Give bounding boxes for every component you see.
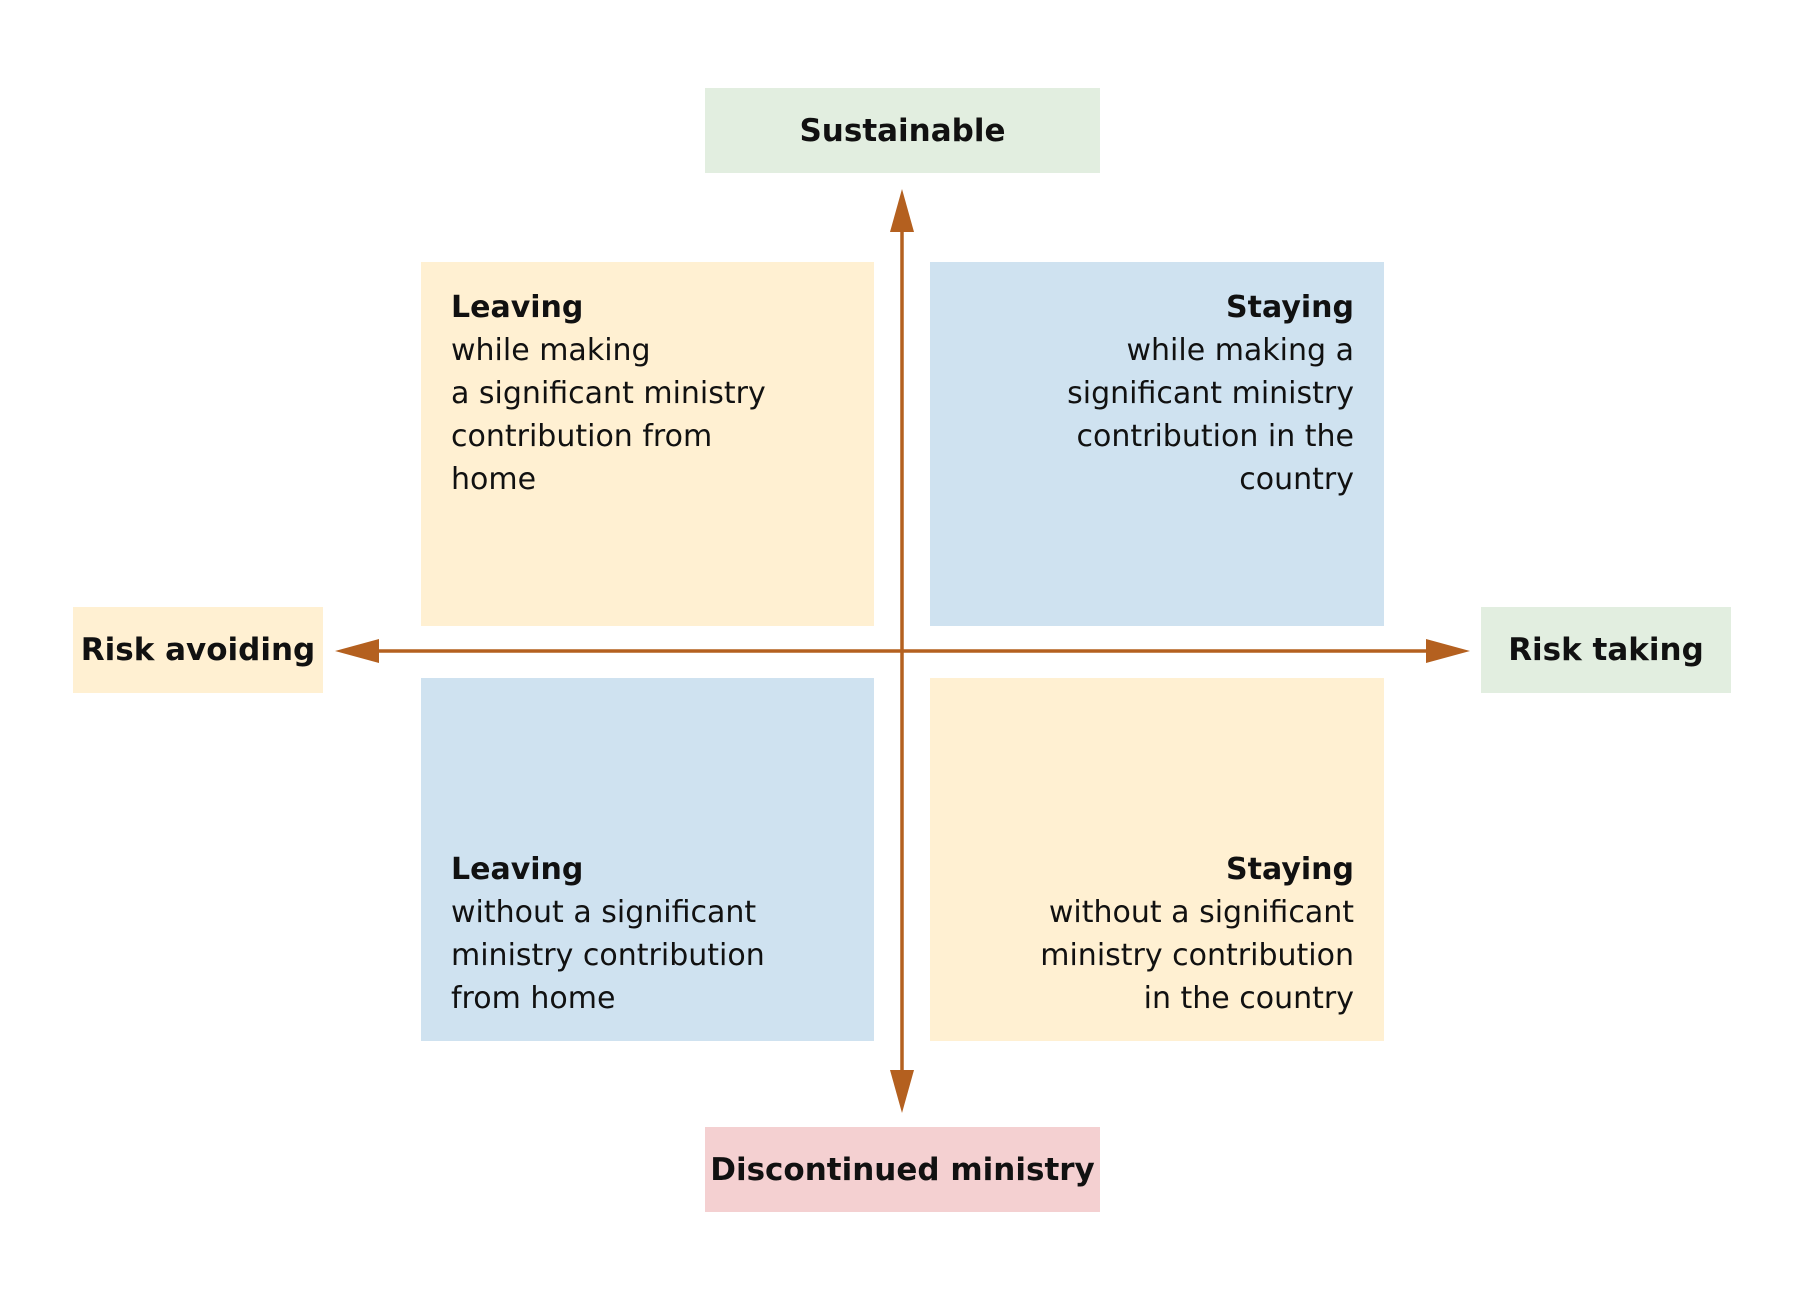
quadrant-bottom-right: Staying without a significant ministry c… — [930, 678, 1384, 1041]
quadrant-heading: Leaving — [451, 852, 584, 887]
axis-label-risk-taking-text: Risk taking — [1508, 632, 1704, 668]
axis-label-sustainable: Sustainable — [705, 88, 1100, 173]
axis-label-risk-avoiding: Risk avoiding — [73, 607, 323, 693]
quadrant-heading: Staying — [1226, 852, 1354, 887]
quadrant-top-right: Staying while making a significant minis… — [930, 262, 1384, 626]
arrowhead-down — [890, 1070, 914, 1113]
quadrant-description: without a significant ministry contribut… — [1040, 895, 1354, 1016]
arrowhead-up — [890, 189, 914, 232]
axis-label-discontinued-ministry: Discontinued ministry — [705, 1127, 1100, 1212]
quadrant-bottom-left: Leaving without a significant ministry c… — [421, 678, 874, 1041]
quadrant-heading: Leaving — [451, 290, 584, 325]
axis-label-sustainable-text: Sustainable — [799, 112, 1006, 149]
quadrant-description: while making a significant ministry cont… — [451, 333, 766, 497]
quadrant-description: while making a significant ministry cont… — [1067, 333, 1354, 497]
axis-label-discontinued-ministry-text: Discontinued ministry — [710, 1151, 1095, 1188]
quadrant-description: without a significant ministry contribut… — [451, 895, 765, 1016]
axis-label-risk-avoiding-text: Risk avoiding — [80, 632, 316, 668]
arrowhead-right — [1426, 639, 1470, 663]
arrowhead-left — [335, 639, 379, 663]
quadrant-heading: Staying — [1226, 290, 1354, 325]
quadrant-top-left: Leaving while making a significant minis… — [421, 262, 874, 626]
axis-label-risk-taking: Risk taking — [1481, 607, 1731, 693]
